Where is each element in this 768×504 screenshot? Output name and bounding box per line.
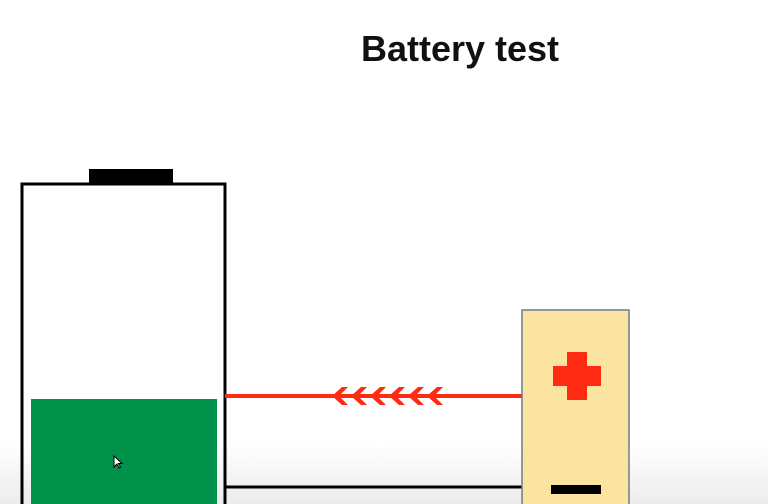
current-arrow [332,387,348,405]
battery [20,169,227,504]
current-flow-arrows [332,387,443,405]
current-arrow [370,387,386,405]
current-arrow [408,387,424,405]
slide-title: Battery test [360,28,560,69]
battery-charge-level [31,399,217,504]
battery-terminal-cap [89,169,173,184]
power-source [521,309,630,504]
plus-icon [553,352,601,400]
mouse-pointer-icon [113,454,124,469]
current-arrow [389,387,405,405]
current-arrow [427,387,443,405]
power-source-body [521,309,630,504]
current-arrow [351,387,367,405]
battery-outline [20,182,227,504]
minus-icon [551,485,601,494]
